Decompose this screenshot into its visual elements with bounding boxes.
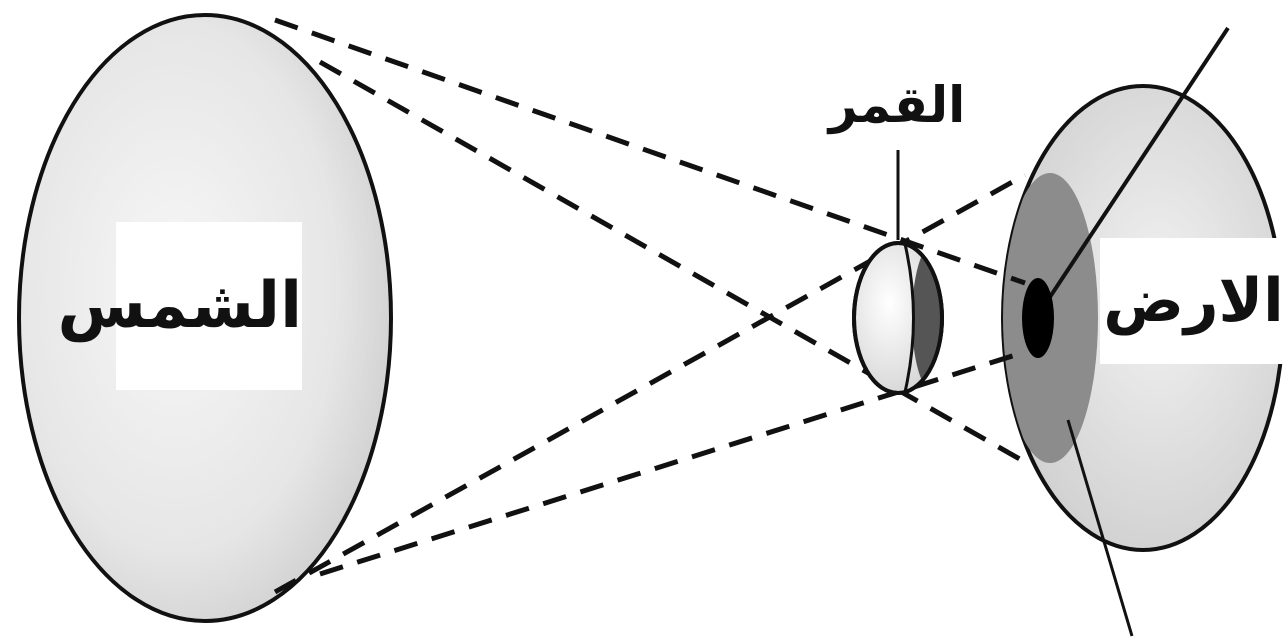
moon-label: القمر bbox=[812, 60, 982, 150]
umbra-spot bbox=[1022, 278, 1054, 358]
moon-dark-side bbox=[912, 243, 956, 393]
sun-label: الشمس bbox=[116, 222, 302, 390]
earth-label: الارض bbox=[1100, 238, 1287, 364]
